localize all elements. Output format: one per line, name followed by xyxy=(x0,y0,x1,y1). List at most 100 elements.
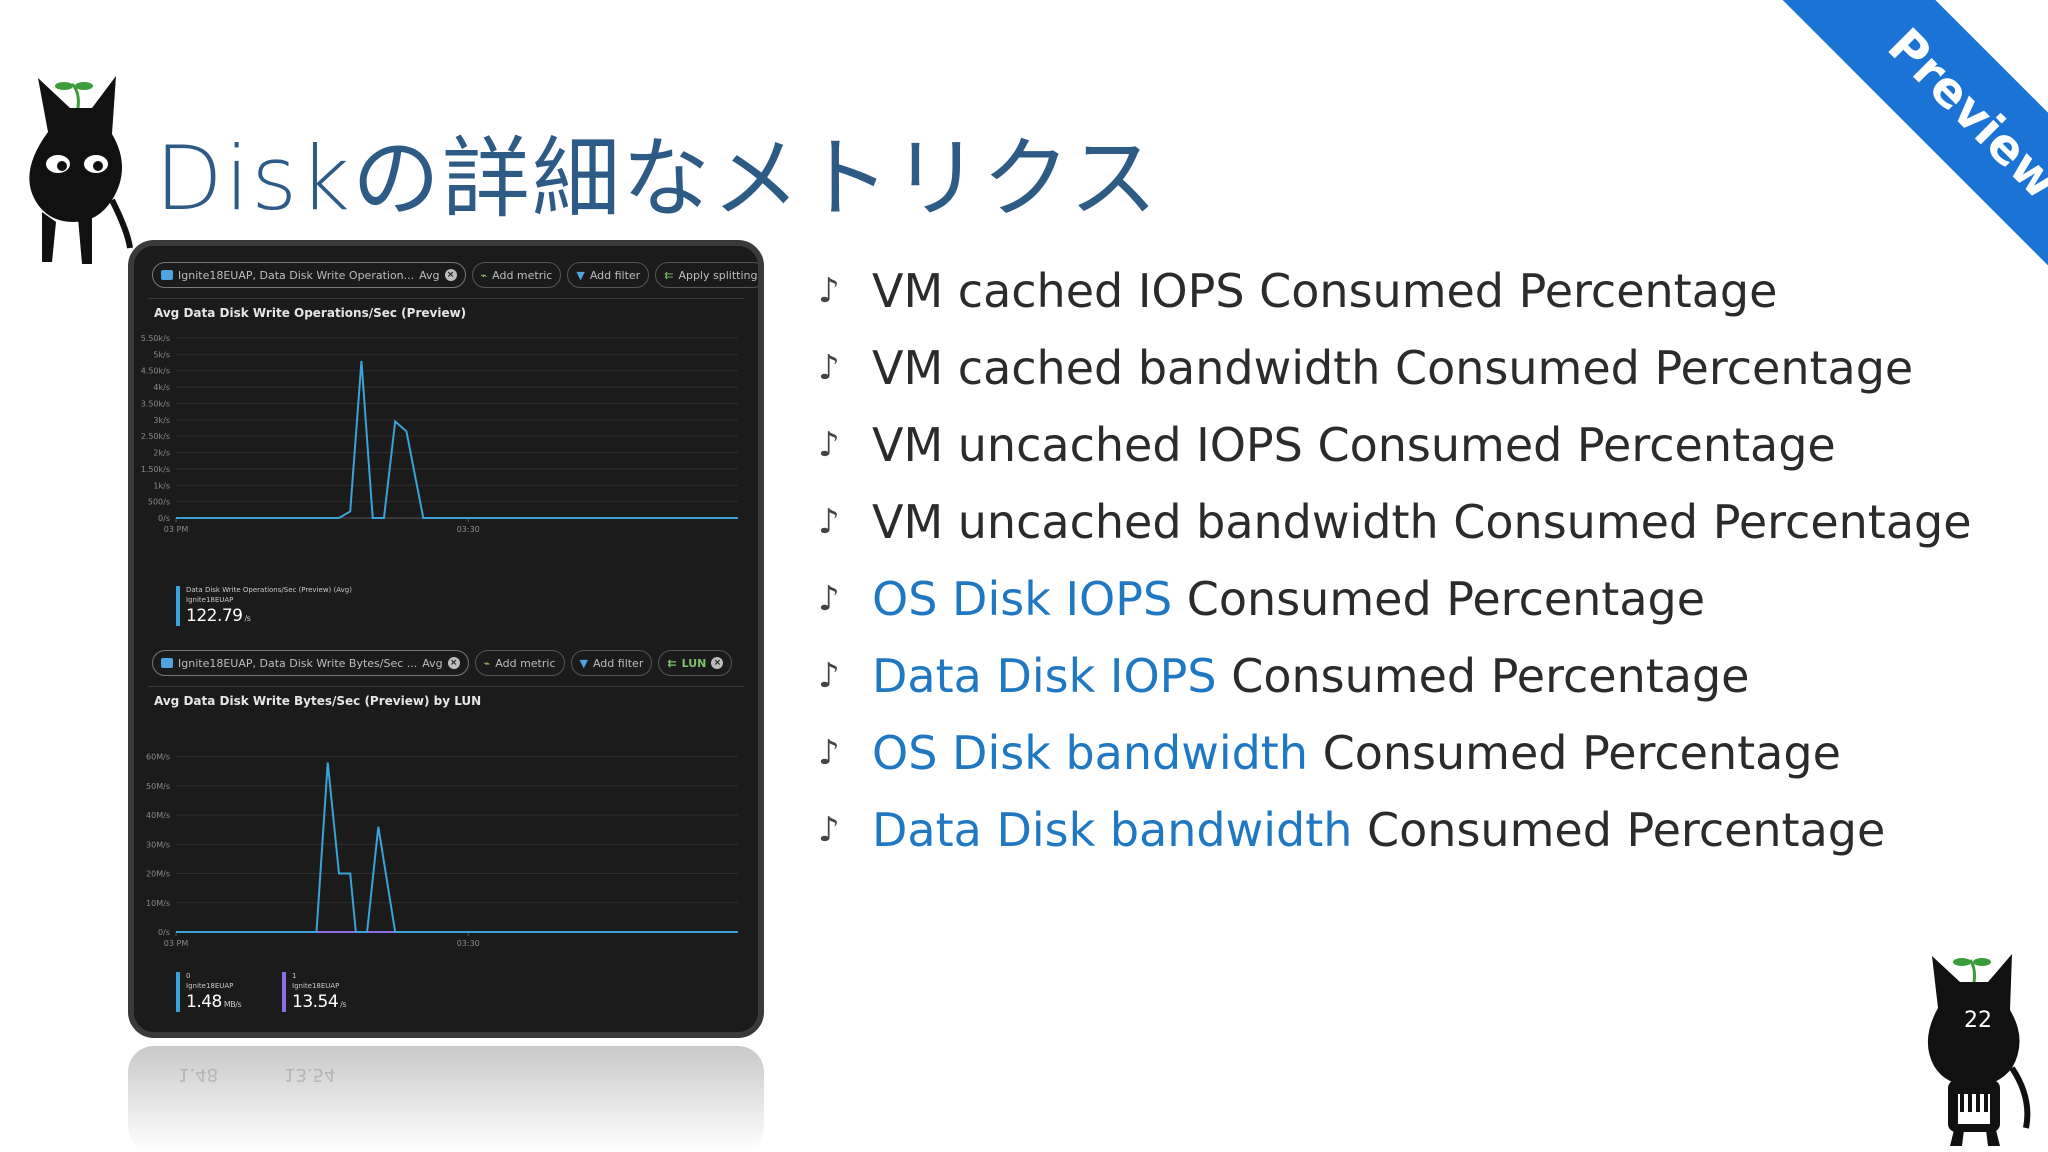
cat-mascot-icon xyxy=(1927,954,2031,1146)
bullet-item: ♪ VM uncached IOPS Consumed Percentage xyxy=(818,406,2018,483)
filter-icon: ▼ xyxy=(579,656,588,670)
bullet-rest: VM cached bandwidth Consumed Percentage xyxy=(872,340,1914,395)
metric-icon xyxy=(161,658,173,668)
y-tick-label: 20M/s xyxy=(146,870,170,879)
legend-value-number: 13.54 xyxy=(292,992,339,1012)
bullet-item: ♪Data Disk bandwidth Consumed Percentage xyxy=(818,791,2018,868)
close-icon[interactable]: × xyxy=(444,269,457,281)
add-metric-icon: ⌁ xyxy=(483,656,491,670)
chart1-add-filter-button[interactable]: ▼ Add filter xyxy=(567,262,650,288)
bullet-rest: VM cached IOPS Consumed Percentage xyxy=(872,263,1778,318)
close-icon[interactable]: × xyxy=(447,657,460,669)
bullet-item: ♪ OS Disk IOPS Consumed Percentage xyxy=(818,560,2018,637)
y-tick-label: 3k/s xyxy=(153,416,170,425)
divider xyxy=(148,298,744,299)
bullet-text: Data Disk IOPS Consumed Percentage xyxy=(872,649,1749,703)
chart2-add-filter-button[interactable]: ▼ Add filter xyxy=(570,650,653,676)
chart1-metric-chip[interactable]: Ignite18EUAP, Data Disk Write Operation.… xyxy=(152,262,466,288)
x-tick-label: 03:30 xyxy=(457,525,480,534)
close-icon[interactable]: × xyxy=(711,657,724,669)
chart1-apply-splitting-button[interactable]: ⇇ Apply splitting xyxy=(655,262,758,288)
y-tick-label: 1.50k/s xyxy=(141,465,170,474)
x-tick-label: 03:30 xyxy=(457,939,480,948)
bullet-text: VM cached bandwidth Consumed Percentage xyxy=(872,341,1913,395)
y-tick-label: 5.50k/s xyxy=(141,334,170,343)
legend-resource-label: Ignite18EUAP xyxy=(186,596,234,604)
bullet-highlight: OS Disk IOPS xyxy=(872,571,1173,626)
legend-value-number: 1.48 xyxy=(186,992,222,1012)
chart2-split-lun-chip[interactable]: ⇇ LUN × xyxy=(658,650,733,676)
legend-value-number: 122.79 xyxy=(186,606,243,626)
chart2-metric-label: Ignite18EUAP, Data Disk Write Bytes/Sec … xyxy=(178,656,418,670)
x-tick-label: 03 PM xyxy=(164,525,189,534)
y-tick-label: 0/s xyxy=(158,928,170,937)
y-tick-label: 2k/s xyxy=(153,449,170,458)
bullet-rest: Consumed Percentage xyxy=(1172,571,1706,626)
y-tick-label: 3.50k/s xyxy=(141,399,170,408)
panel-reflection: 1.48 13.54 xyxy=(128,1046,764,1152)
y-tick-label: 500/s xyxy=(148,498,170,507)
music-note-icon: ♪ xyxy=(818,424,840,465)
reflection-text-left: 1.48 xyxy=(178,1064,219,1085)
divider xyxy=(148,686,744,687)
chart1-line-chart: 0/s500/s1k/s1.50k/s2k/s2.50k/s3k/s3.50k/… xyxy=(141,334,738,534)
y-tick-label: 10M/s xyxy=(146,899,170,908)
chart2-agg-label: Avg xyxy=(422,656,443,670)
bullet-highlight: OS Disk bandwidth xyxy=(872,725,1308,780)
metrics-bullet-list: ♪VM cached IOPS Consumed Percentage♪VM c… xyxy=(818,252,2018,868)
y-tick-label: 50M/s xyxy=(146,782,170,791)
bullet-text: OS Disk IOPS Consumed Percentage xyxy=(872,572,1705,626)
bullet-highlight: Data Disk IOPS xyxy=(872,648,1217,703)
legend-series-label: 0 xyxy=(186,972,191,980)
series-line xyxy=(176,762,738,933)
chart2-toolbar: Ignite18EUAP, Data Disk Write Bytes/Sec … xyxy=(152,650,733,676)
y-tick-label: 5k/s xyxy=(153,350,170,359)
legend-unit: /s xyxy=(340,1000,347,1009)
split-lun-label: LUN xyxy=(681,656,707,670)
legend-color-swatch xyxy=(176,972,180,1012)
music-note-icon: ♪ xyxy=(818,578,840,619)
chart1-legend: Data Disk Write Operations/Sec (Preview)… xyxy=(176,586,352,626)
chart2-metric-chip[interactable]: Ignite18EUAP, Data Disk Write Bytes/Sec … xyxy=(152,650,469,676)
chart2-add-metric-button[interactable]: ⌁ Add metric xyxy=(474,650,565,676)
apply-splitting-label: Apply splitting xyxy=(678,268,758,282)
metric-icon xyxy=(161,270,173,280)
preview-ribbon: Preview xyxy=(1768,0,2048,280)
bullet-item: ♪VM cached IOPS Consumed Percentage xyxy=(818,252,2018,329)
legend-unit: MB/s xyxy=(223,1000,242,1009)
bullet-item: ♪VM uncached bandwidth Consumed Percenta… xyxy=(818,483,2018,560)
legend-value: 122.79/s xyxy=(186,606,352,626)
legend-series-label: Data Disk Write Operations/Sec (Preview)… xyxy=(186,586,352,594)
y-tick-label: 30M/s xyxy=(146,840,170,849)
legend-series-label: 1 xyxy=(292,972,297,980)
bullet-text: VM uncached bandwidth Consumed Percentag… xyxy=(872,495,1972,549)
y-tick-label: 4.50k/s xyxy=(141,367,170,376)
add-metric-label: Add metric xyxy=(495,656,556,670)
legend-resource-label: Ignite18EUAP xyxy=(186,982,234,990)
preview-ribbon-label: Preview xyxy=(1782,0,2048,280)
music-note-icon: ♪ xyxy=(818,732,840,773)
music-note-icon: ♪ xyxy=(818,347,840,388)
chart1-add-metric-button[interactable]: ⌁ Add metric xyxy=(471,262,562,288)
y-tick-label: 4k/s xyxy=(153,383,170,392)
slide-title: Diskの詳細なメトリクス xyxy=(155,127,1160,230)
chart1-metric-label: Ignite18EUAP, Data Disk Write Operation.… xyxy=(178,268,415,282)
cat-mascot-icon xyxy=(29,76,133,264)
y-tick-label: 60M/s xyxy=(146,753,170,762)
bullet-highlight: Data Disk bandwidth xyxy=(872,802,1353,857)
legend-color-swatch xyxy=(176,586,180,626)
bullet-text: VM uncached IOPS Consumed Percentage xyxy=(872,418,1836,472)
bullet-rest: Consumed Percentage xyxy=(1308,725,1841,780)
music-note-icon: ♪ xyxy=(818,655,840,696)
bullet-text: OS Disk bandwidth Consumed Percentage xyxy=(872,726,1841,780)
chart1-agg-label: Avg xyxy=(419,268,440,282)
legend-resource-label: Ignite18EUAP xyxy=(292,982,340,990)
chart2-title: Avg Data Disk Write Bytes/Sec (Preview) … xyxy=(154,694,482,708)
bullet-text: Data Disk bandwidth Consumed Percentage xyxy=(872,803,1885,857)
add-metric-label: Add metric xyxy=(492,268,553,282)
bullet-item: ♪ OS Disk bandwidth Consumed Percentage xyxy=(818,714,2018,791)
filter-icon: ▼ xyxy=(576,268,585,282)
legend-color-swatch xyxy=(282,972,286,1012)
legend-value: 13.54/s xyxy=(292,992,347,1012)
